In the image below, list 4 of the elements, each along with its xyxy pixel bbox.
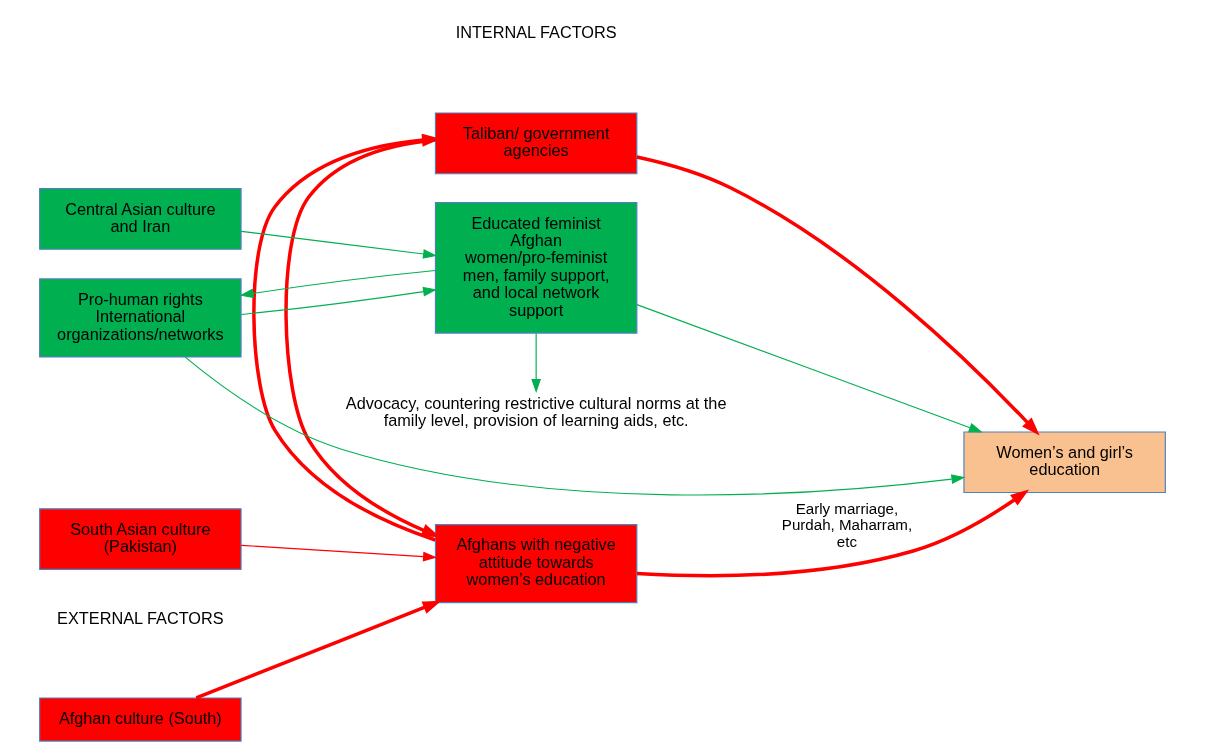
edge-label: Early marriage, Purdah, Maharram, etc (781, 499, 913, 550)
node-text: Advocacy, countering restrictive cultural norms at the family level, provision of learning aids, etc. (345, 393, 727, 430)
label: EXTERNAL FACTORS (57, 608, 224, 627)
label: INTERNAL FACTORS (455, 23, 617, 42)
